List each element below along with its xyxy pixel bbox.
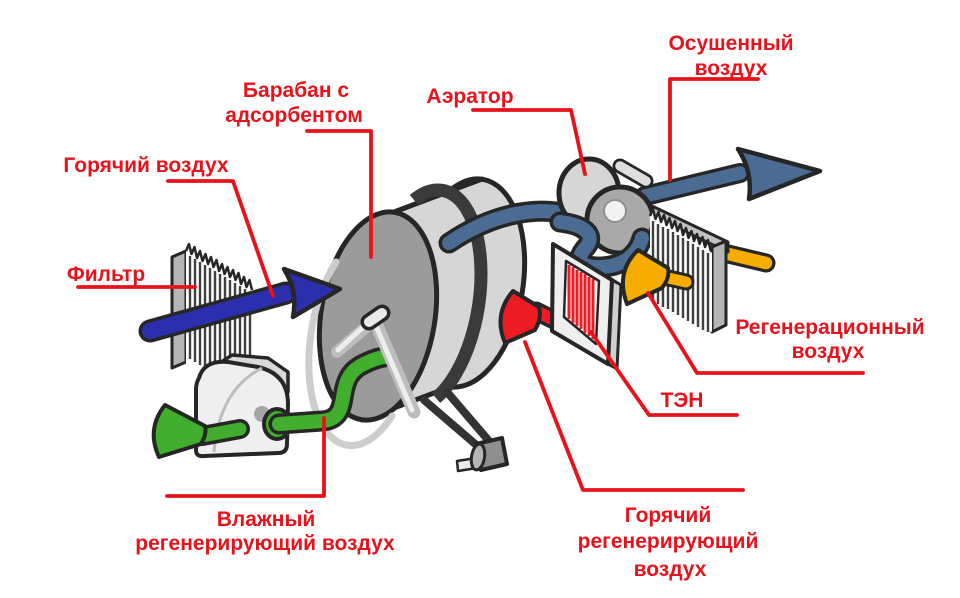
leader-heater — [589, 330, 739, 417]
yellow-pipe — [717, 246, 773, 270]
aerator-hub — [603, 199, 627, 223]
wet-regen-air-path — [151, 346, 395, 459]
labels: Фильтр Горячий воздух Барабан с адсорбен… — [63, 32, 924, 581]
green-arrow-shaft — [195, 422, 247, 443]
regen-air-arrow — [620, 248, 671, 306]
leader-lines — [76, 77, 865, 498]
dried-air-arrow — [735, 146, 823, 202]
label-hot-regen-line2: регенерирующий — [578, 530, 759, 553]
leader-drum — [305, 129, 373, 259]
motor-pulley-cap — [469, 442, 487, 472]
belt-strap-right — [443, 388, 493, 445]
regen-filter-right-bar — [710, 239, 728, 334]
drum-belt-band — [409, 183, 488, 403]
filter-zigzag-top — [184, 242, 254, 291]
label-filter: Фильтр — [67, 263, 145, 286]
axle-stub — [364, 308, 387, 327]
humid-air-inlet — [138, 266, 343, 343]
label-drum-line2: адсорбентом — [225, 104, 363, 127]
label-heater: ТЭН — [661, 389, 704, 412]
leader-aerator — [471, 108, 587, 176]
leader-hot-regen — [523, 340, 745, 492]
aerator-and-dried-air — [438, 146, 823, 278]
drive-belt-and-motor — [420, 388, 509, 473]
label-regen-air-line2: воздух — [792, 340, 865, 363]
leader-wet-regen — [165, 416, 326, 498]
hot-regen-air-arrow — [498, 289, 542, 345]
dried-air-shaft — [638, 166, 747, 203]
heater-elements — [567, 265, 595, 339]
label-hot-regen-line3: воздух — [634, 558, 707, 581]
leader-regen-air — [646, 291, 865, 375]
leader-hot-air — [166, 179, 275, 298]
label-wet-regen-line2: регенерирующий воздух — [135, 532, 395, 555]
drum-crank — [331, 304, 421, 419]
heater-ten — [498, 242, 623, 371]
hot-air-arrow — [281, 266, 343, 320]
label-regen-air-line1: Регенерационный — [735, 316, 924, 339]
inlet-pipe — [142, 285, 294, 339]
green-pipe — [272, 350, 391, 431]
aerator-bracket — [615, 161, 651, 186]
regen-filter-zigzag-top — [648, 207, 713, 253]
label-aerator: Аэратор — [426, 85, 513, 108]
leader-dried-air — [668, 77, 760, 182]
belt-strap-left — [420, 396, 485, 453]
filter-left-bar — [170, 249, 188, 370]
label-dried-air-line1: Осушенный — [668, 32, 793, 55]
label-wet-regen-line1: Влажный — [217, 508, 316, 531]
label-drum-line1: Барабан с — [243, 79, 349, 102]
wet-air-arrow — [151, 403, 208, 459]
label-dried-air-line2: воздух — [695, 57, 768, 80]
label-hot-regen-line1: Горячий — [625, 504, 712, 527]
label-hot-air: Горячий воздух — [63, 154, 228, 177]
crank-strip-long-highlight — [370, 316, 415, 413]
